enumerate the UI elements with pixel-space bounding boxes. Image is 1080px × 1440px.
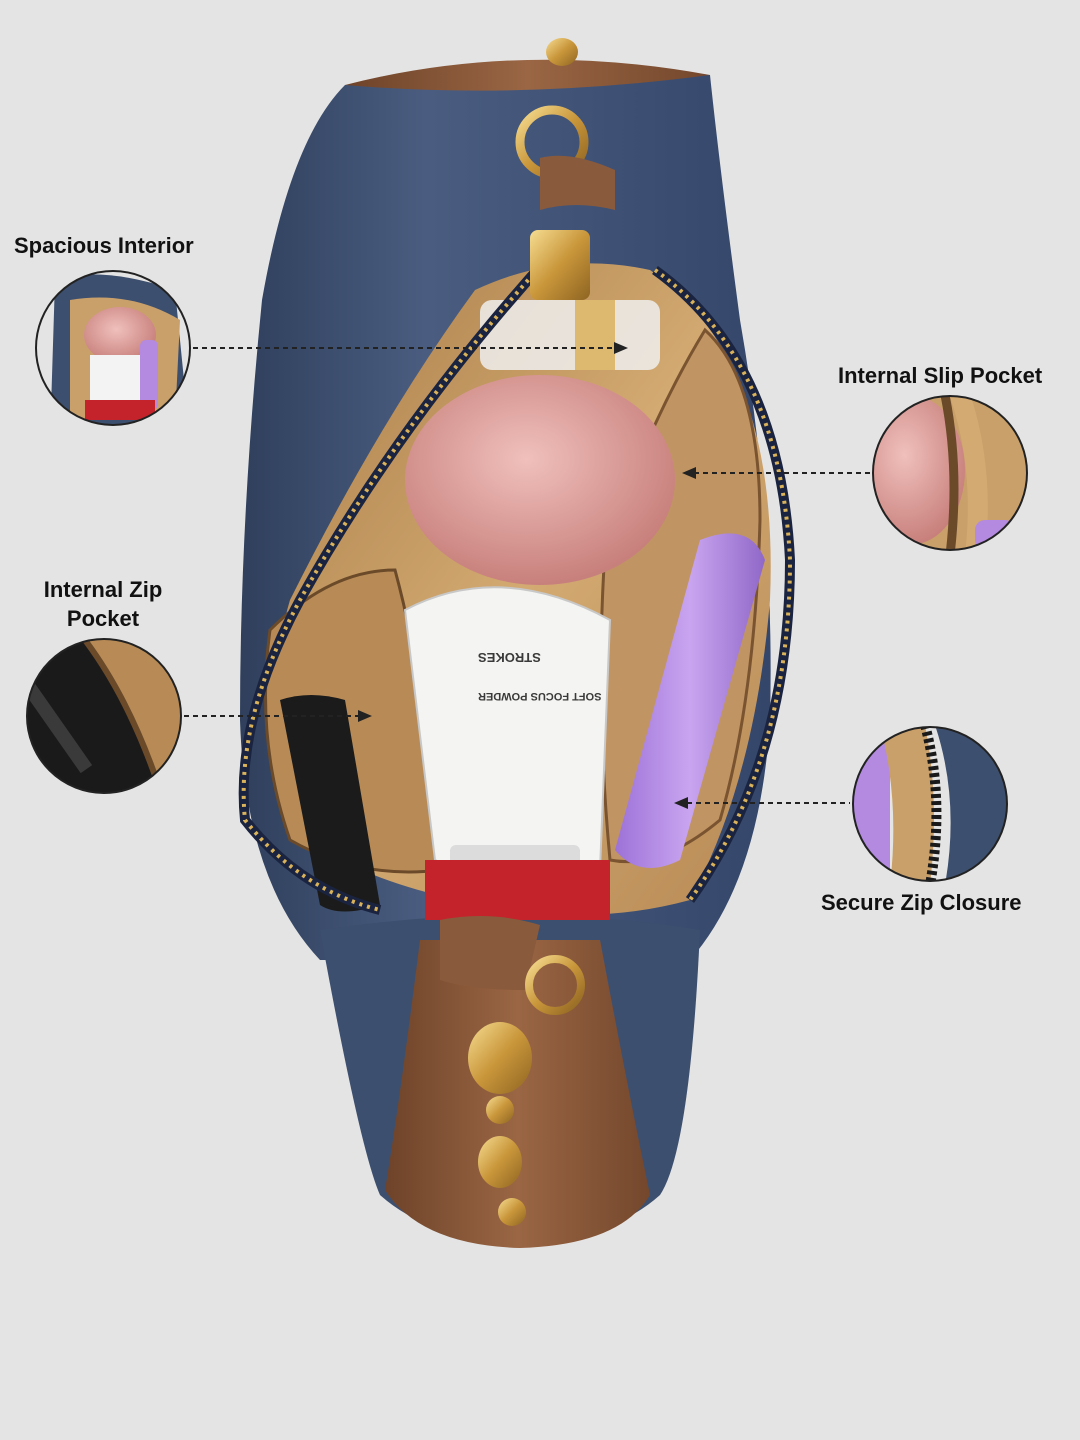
bag-body — [238, 38, 796, 1248]
mascara-tube — [280, 695, 380, 912]
purple-marker — [615, 533, 765, 868]
gold-stud-1 — [468, 1022, 532, 1094]
pink-compact — [405, 375, 675, 585]
red-item — [425, 860, 610, 920]
gold-stud-4 — [498, 1198, 526, 1226]
pointer-lines — [184, 347, 870, 804]
zoom-internal-zip-pocket — [26, 638, 182, 794]
callout-internal-zip-pocket: Internal Zip Pocket — [43, 577, 163, 631]
arrowhead-secure — [674, 797, 688, 809]
callout-internal-slip-pocket: Internal Slip Pocket — [838, 363, 1043, 388]
callout-secure-zip-closure: Secure Zip Closure — [821, 890, 1022, 915]
zoom-spacious-interior — [35, 270, 191, 426]
gold-stud-3 — [478, 1136, 522, 1188]
powder-jar — [403, 586, 612, 884]
zoom-internal-slip-pocket — [872, 395, 1028, 551]
bottom-ring — [525, 955, 585, 1015]
perfume-cap — [575, 300, 615, 370]
gold-stud-2 — [486, 1096, 514, 1124]
top-stud — [546, 38, 578, 66]
powder-brand-text: STROKES — [478, 650, 541, 665]
zip-pull — [530, 230, 590, 300]
arrowhead-zip — [358, 710, 372, 722]
callout-spacious-interior: Spacious Interior — [14, 233, 194, 258]
zipper-right-teeth — [653, 268, 793, 902]
zipper-left-teeth — [241, 248, 557, 912]
zoom-secure-zip-closure — [852, 726, 1008, 882]
bottom-tab — [440, 916, 540, 990]
arrowhead-slip — [682, 467, 696, 479]
powder-name-text: SOFT FOCUS POWDER — [478, 690, 602, 702]
bottom-brown-panel — [385, 940, 650, 1248]
top-tab — [540, 155, 615, 210]
arrowhead-spacious — [614, 342, 628, 354]
